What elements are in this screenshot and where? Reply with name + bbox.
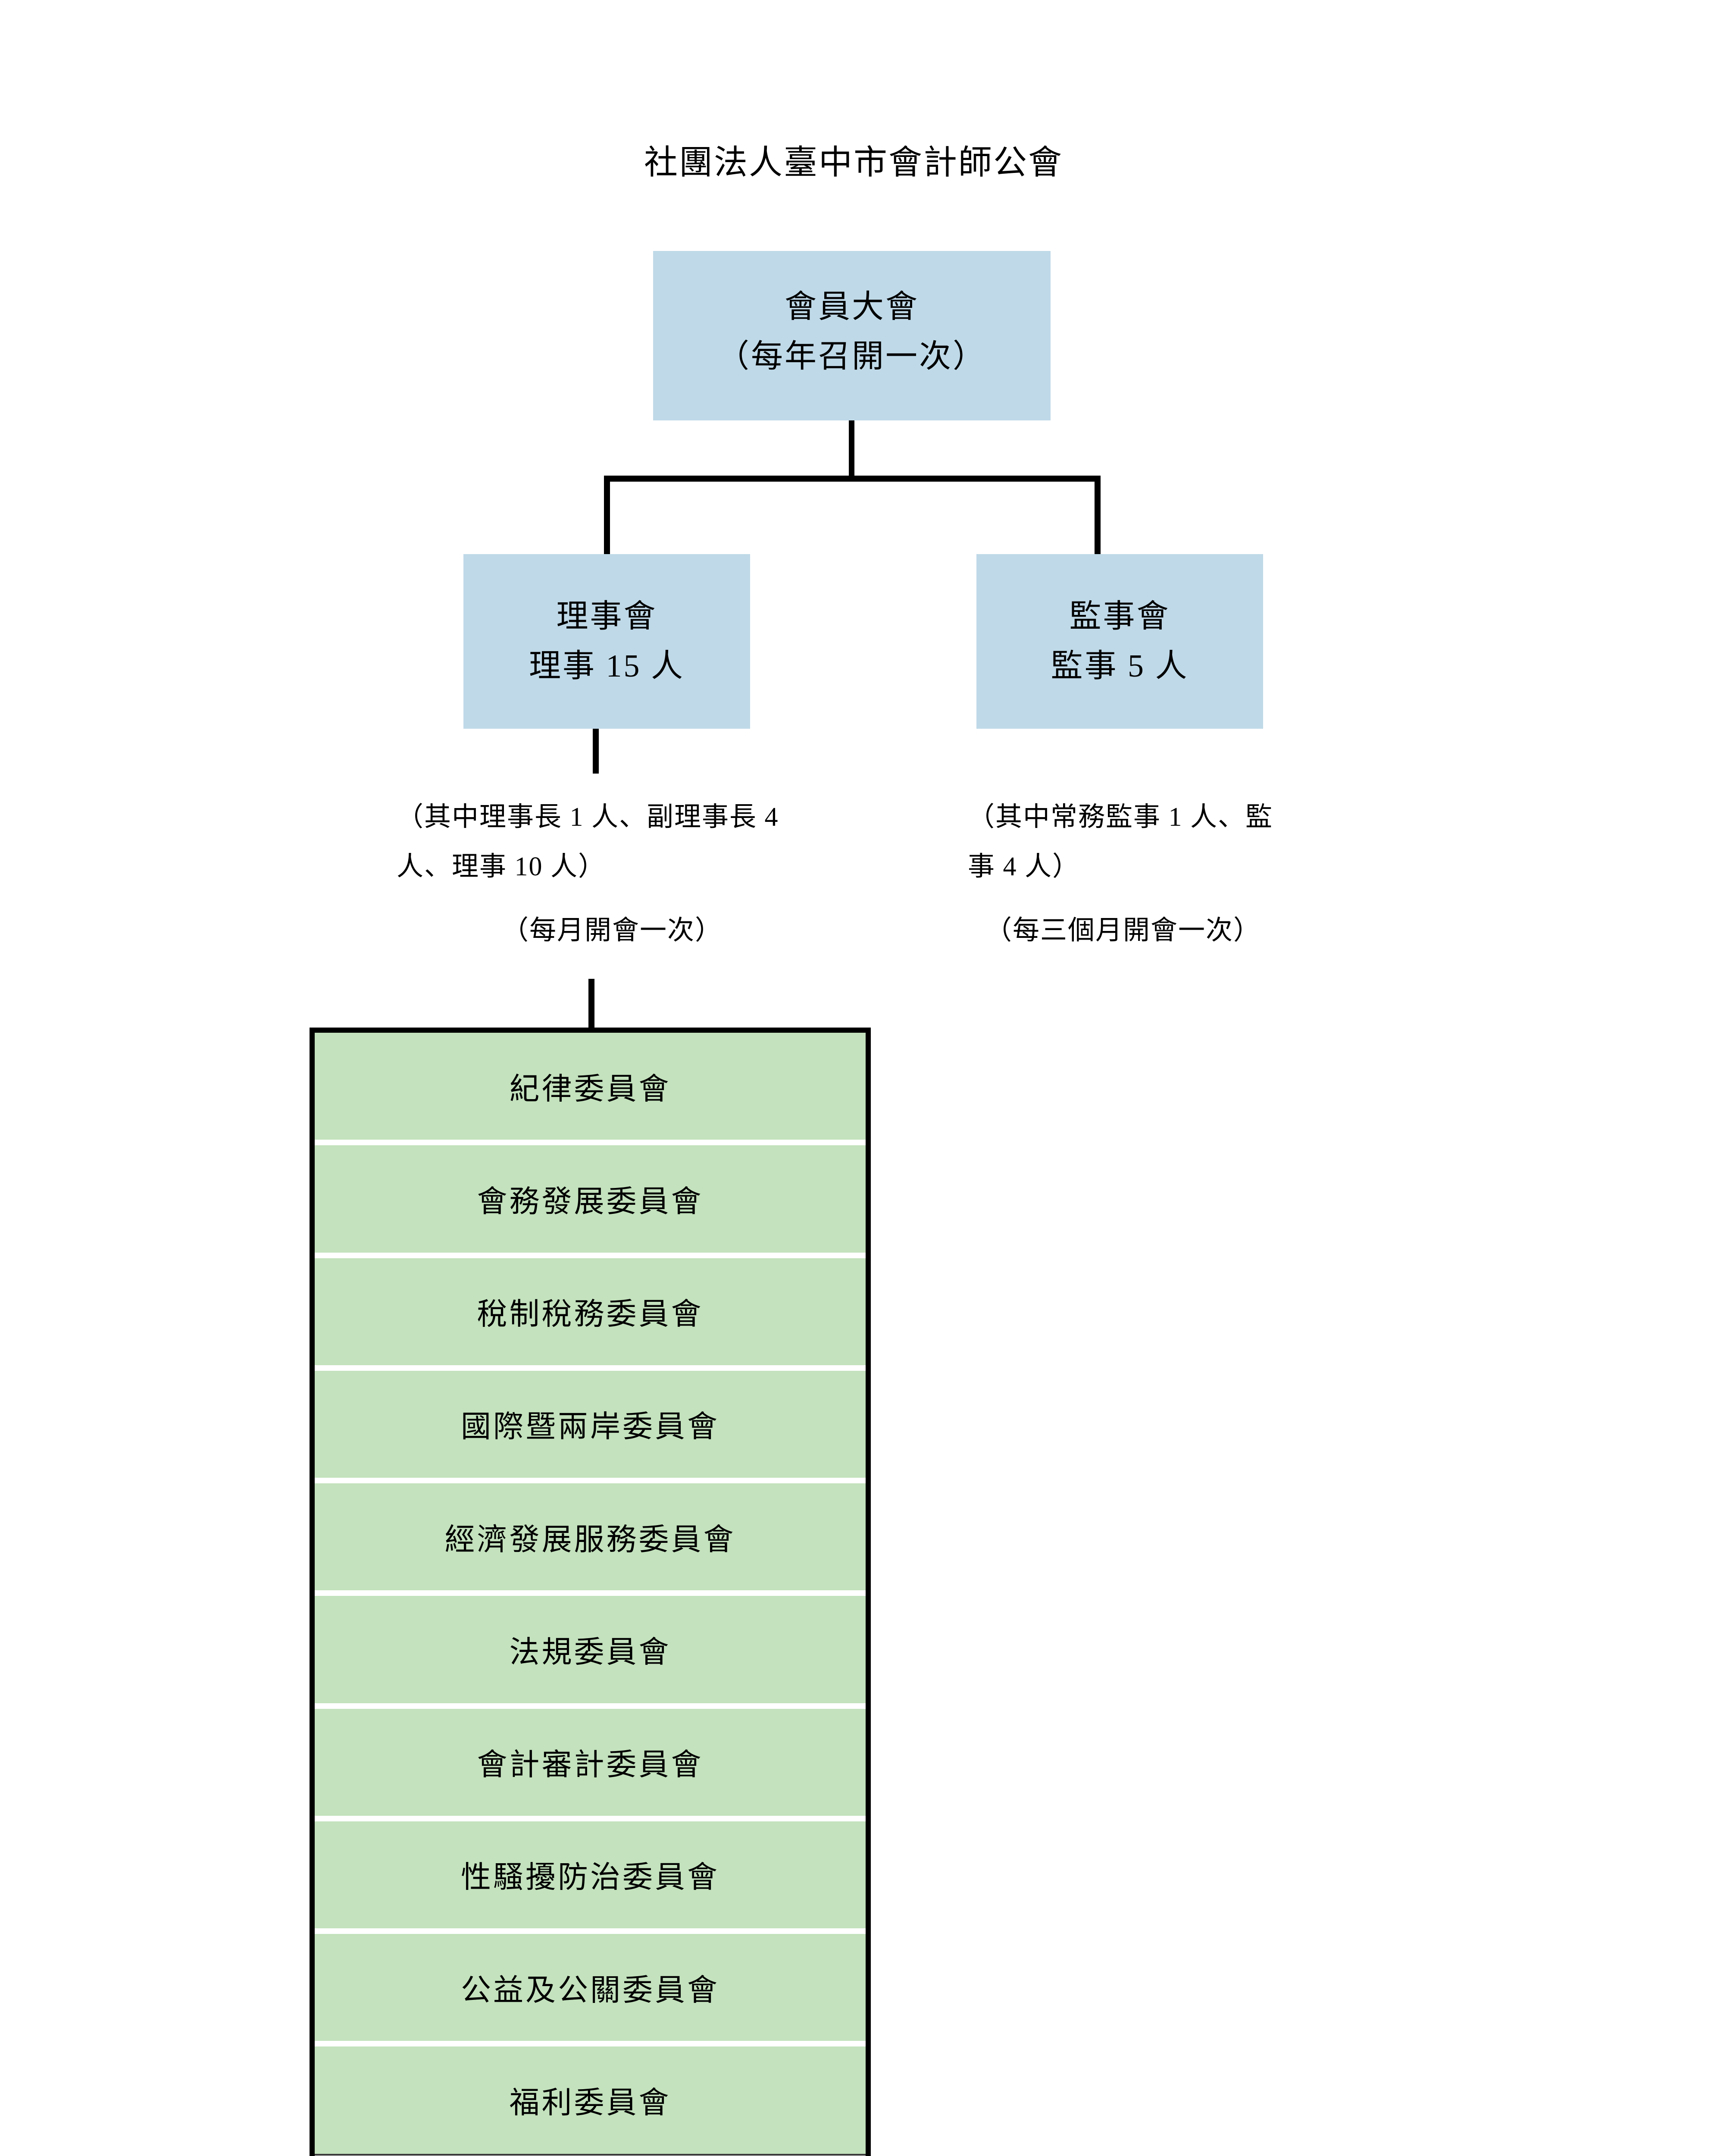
committee-item-label: 法規委員會 [509, 1636, 671, 1669]
connector-into-committees [588, 979, 594, 1030]
connector-horizontal-bus [604, 476, 1101, 482]
node-board-of-supervisors: 監事會 監事 5 人 [976, 554, 1263, 729]
committee-item[interactable]: 法規委員會 [315, 1596, 866, 1703]
node-member-assembly: 會員大會 （每年召開一次） [653, 251, 1051, 420]
committee-item-label: 福利委員會 [509, 2086, 671, 2120]
connector-assembly-down [849, 420, 854, 476]
note-board-of-directors: （其中理事長 1 人、副理事長 4 人、理事 10 人） （每月開會一次） [397, 793, 828, 956]
connector-bus-to-board [604, 476, 610, 558]
committee-item-label: 經濟發展服務委員會 [444, 1523, 736, 1557]
committee-item[interactable]: 稅制稅務委員會 [315, 1258, 866, 1365]
page-title: 社團法人臺中市會計師公會 [644, 144, 1063, 181]
note-board-composition: （其中理事長 1 人、副理事長 4 人、理事 10 人） [397, 802, 779, 881]
node-board-of-directors-count: 理事 15 人 [529, 648, 685, 684]
committee-item-label: 會計審計委員會 [477, 1749, 704, 1782]
node-member-assembly-subtitle: （每年召開一次） [717, 338, 986, 374]
committee-item-label: 國際暨兩岸委員會 [461, 1410, 719, 1444]
committee-item[interactable]: 國際暨兩岸委員會 [315, 1370, 866, 1478]
committee-item[interactable]: 會計審計委員會 [315, 1708, 866, 1816]
committee-item-label: 稅制稅務委員會 [477, 1298, 704, 1332]
committee-item[interactable]: 性騷擾防治委員會 [315, 1821, 866, 1928]
note-board-frequency: （每月開會一次） [501, 916, 723, 946]
node-board-of-supervisors-title: 監事會 [1069, 599, 1170, 634]
node-board-of-supervisors-count: 監事 5 人 [1051, 648, 1189, 684]
connector-bus-to-supervisors [1095, 476, 1101, 558]
note-board-of-supervisors: （其中常務監事 1 人、監事 4 人） （每三個月開會一次） [968, 793, 1278, 956]
node-member-assembly-title: 會員大會 [785, 289, 919, 325]
committee-item[interactable]: 經濟發展服務委員會 [315, 1483, 866, 1591]
node-board-of-directors: 理事會 理事 15 人 [463, 554, 750, 729]
committee-item[interactable]: 福利委員會 [315, 2046, 866, 2156]
committee-item[interactable]: 紀律委員會 [315, 1033, 866, 1140]
committee-item-label: 性騷擾防治委員會 [461, 1861, 719, 1895]
committee-item-label: 紀律委員會 [509, 1072, 671, 1106]
committee-item-label: 公益及公關委員會 [461, 1974, 719, 2007]
node-board-of-directors-title: 理事會 [556, 599, 657, 634]
committee-list: 紀律委員會會務發展委員會稅制稅務委員會國際暨兩岸委員會經濟發展服務委員會法規委員… [315, 1033, 866, 2156]
committee-item-label: 會務發展委員會 [477, 1185, 704, 1219]
note-supervisors-composition: （其中常務監事 1 人、監事 4 人） [968, 802, 1273, 881]
connector-board-down [593, 729, 599, 774]
note-supervisors-frequency: （每三個月開會一次） [985, 916, 1261, 946]
committee-item[interactable]: 會務發展委員會 [315, 1145, 866, 1253]
committee-container: 紀律委員會會務發展委員會稅制稅務委員會國際暨兩岸委員會經濟發展服務委員會法規委員… [310, 1028, 871, 2156]
committee-item[interactable]: 公益及公關委員會 [315, 1934, 866, 2041]
